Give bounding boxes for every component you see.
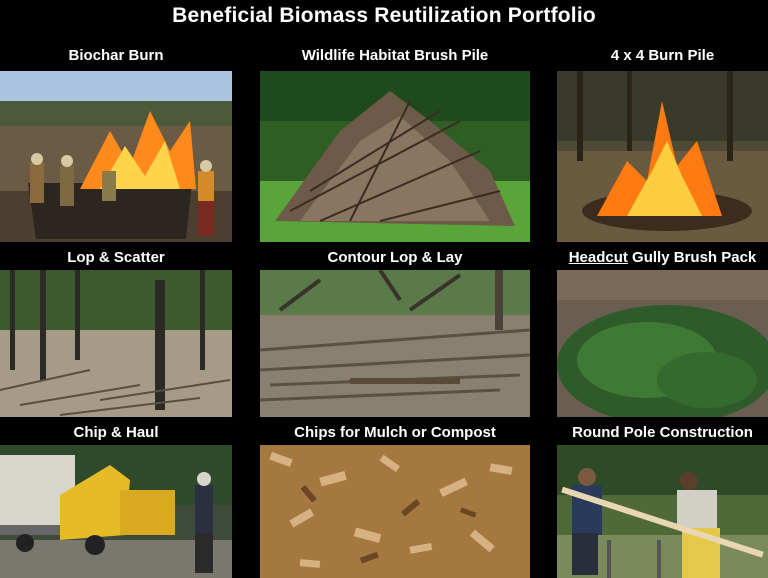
photo-round-pole-construction (557, 445, 768, 578)
caption-round-pole-construction: Round Pole Construction (572, 424, 753, 441)
photo-lop-scatter (0, 270, 232, 417)
page-title: Beneficial Biomass Reutilization Portfol… (172, 4, 596, 27)
photo-4x4-burn-pile (557, 71, 768, 242)
caption-4x4-burn-pile: 4 x 4 Burn Pile (610, 47, 715, 64)
caption-gully-brush-pack: Gully Brush Pack (627, 249, 757, 266)
caption-headcut-gully-brush-pack: Headcut Gully Brush Pack (557, 249, 768, 266)
photo-wildlife-habitat-brush-pile (260, 71, 530, 242)
caption-contour-lop-lay: Contour Lop & Lay (327, 249, 463, 266)
photo-contour-lop-lay (260, 270, 530, 417)
photo-chips-mulch-compost (260, 445, 530, 578)
caption-lop-scatter: Lop & Scatter (67, 249, 165, 266)
photo-headcut-gully-brush-pack (557, 270, 768, 417)
photo-chip-haul (0, 445, 232, 578)
caption-wildlife-habitat-brush-pile: Wildlife Habitat Brush Pile (301, 47, 489, 64)
caption-chips-mulch-compost: Chips for Mulch or Compost (294, 424, 496, 441)
photo-biochar-burn (0, 71, 232, 242)
caption-headcut-word: Headcut (568, 249, 628, 266)
caption-biochar-burn: Biochar Burn (68, 47, 164, 64)
caption-chip-haul: Chip & Haul (73, 424, 159, 441)
